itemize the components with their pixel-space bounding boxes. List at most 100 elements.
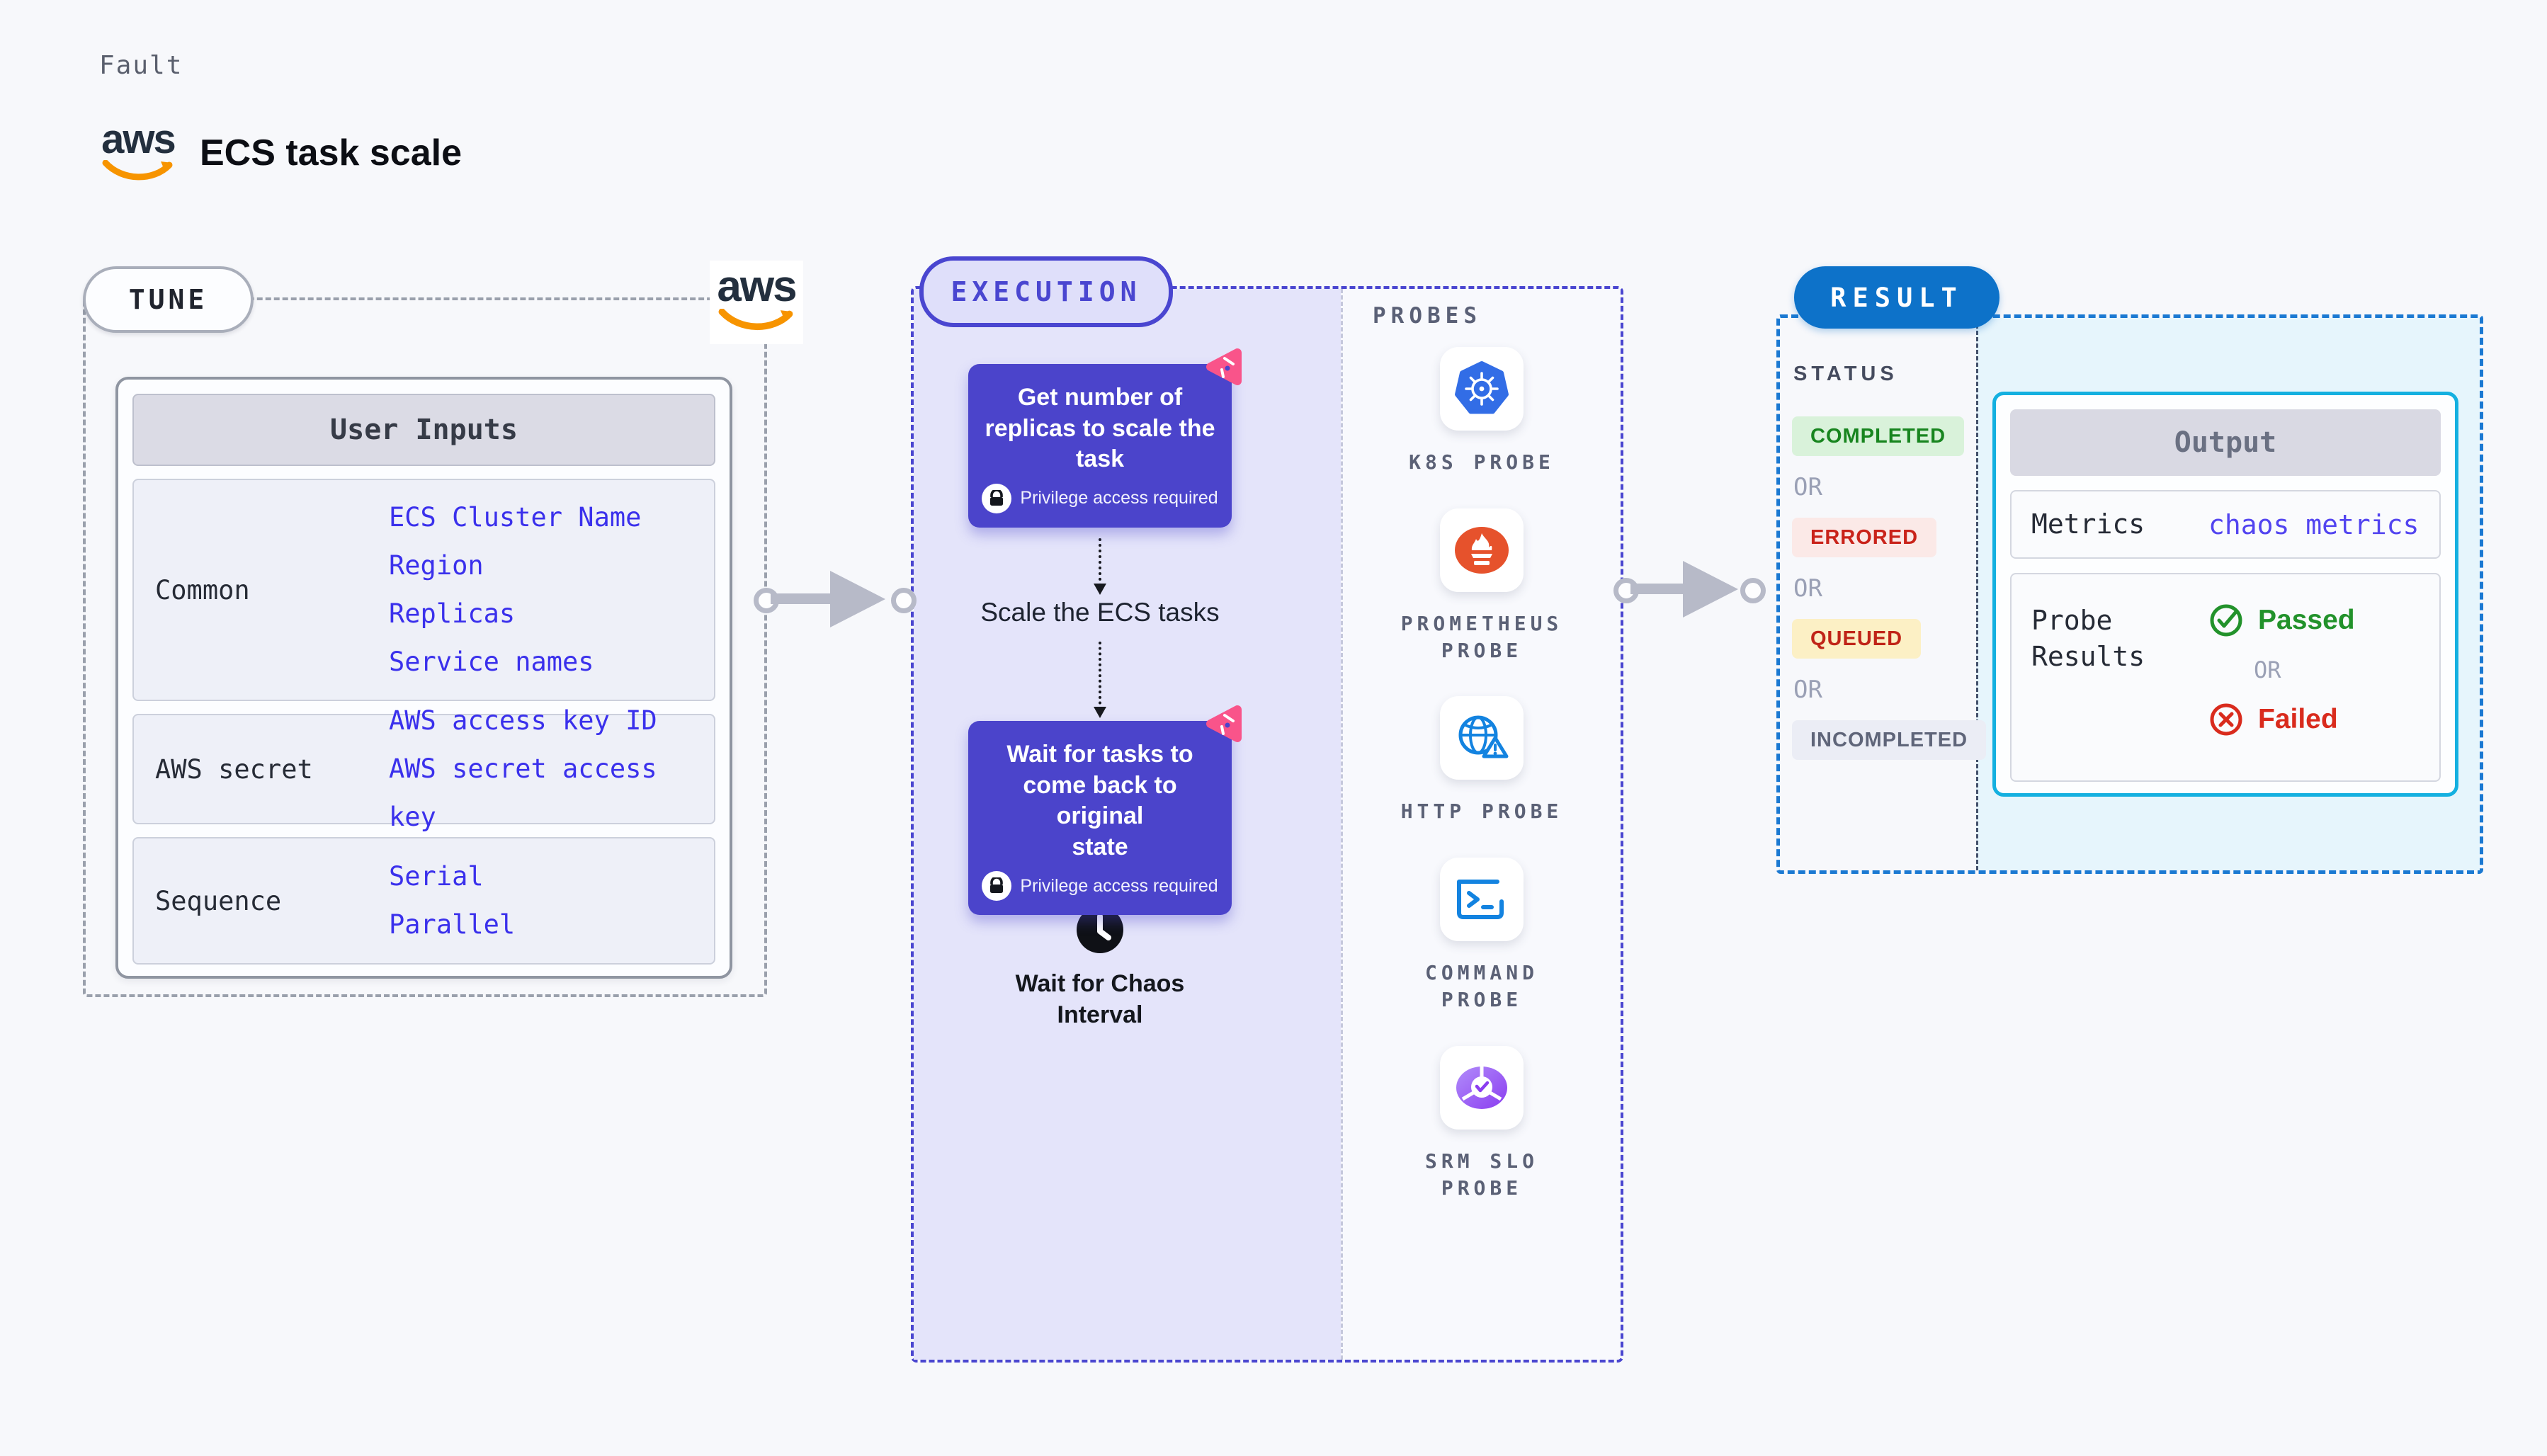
output-card: Output Metrics chaos metrics Probe Resul…	[1992, 392, 2458, 797]
x-circle-icon	[2210, 703, 2242, 736]
row-values: ECS Cluster Name Region Replicas Service…	[389, 494, 714, 686]
input-value: ECS Cluster Name	[389, 502, 642, 533]
step-wait-original-state: Wait for tasks to come back to original …	[968, 705, 1242, 916]
srm-slo-icon	[1439, 1045, 1524, 1130]
probes-heading: PROBES	[1373, 303, 1482, 329]
clock-icon	[1077, 906, 1123, 953]
input-value: Serial	[389, 861, 484, 892]
input-value: Parallel	[389, 909, 516, 940]
step-get-replicas: Get number of replicas to scale the task…	[968, 348, 1242, 528]
probe-item-http: HTTP PROBE	[1401, 696, 1563, 825]
wait-chaos-interval-label: Wait for Chaos Interval	[968, 968, 1232, 1030]
aws-logo: aws	[99, 119, 177, 187]
tune-section-border	[83, 297, 767, 997]
privilege-note-text: Privilege access required	[1020, 488, 1218, 508]
probe-label-line: COMMAND	[1424, 961, 1538, 985]
user-inputs-card: User Inputs Common ECS Cluster Name Regi…	[115, 377, 732, 979]
passed-label: Passed	[2258, 605, 2355, 635]
metrics-label: Metrics	[2031, 508, 2145, 540]
status-badge-queued: QUEUED	[1792, 619, 1922, 659]
probe-item-command: COMMAND PROBE	[1425, 858, 1538, 1013]
or-label: OR	[2254, 656, 2281, 683]
output-row-probe-results: Probe Results Passed OR Failed	[2010, 573, 2441, 782]
tune-to-execution-arrow	[754, 568, 917, 632]
status-heading: STATUS	[1793, 363, 1898, 385]
tune-badge: TUNE	[83, 266, 254, 333]
scale-tasks-label: Scale the ECS tasks	[980, 598, 1220, 627]
or-label: OR	[1793, 676, 1822, 704]
input-value: Region	[389, 550, 484, 581]
step-title-line: Wait for tasks to	[1006, 741, 1193, 768]
execution-badge: EXECUTION	[919, 256, 1173, 327]
execution-to-result-arrow	[1613, 558, 1766, 622]
probe-results-label: Probe Results	[2031, 605, 2145, 673]
input-value: AWS secret access key	[389, 753, 657, 832]
kubernetes-icon	[1440, 347, 1524, 431]
probe-item-k8s: K8S PROBE	[1409, 347, 1555, 476]
page-title: ECS task scale	[200, 132, 463, 174]
chaos-fault-icon	[1206, 705, 1242, 742]
row-label: Common	[155, 574, 250, 605]
probe-results-values: Passed OR Failed	[2208, 603, 2355, 737]
aws-logo-word: aws	[717, 262, 797, 311]
failed-label: Failed	[2258, 704, 2338, 734]
input-value: AWS access key ID	[389, 705, 657, 736]
table-row-aws-secret: AWS secret AWS access key ID AWS secret …	[132, 705, 715, 832]
step-title-line: replicas to scale the	[985, 414, 1215, 442]
connector-arrow	[1094, 538, 1106, 595]
row-values: AWS access key ID AWS secret access key	[389, 697, 714, 841]
result-badge: RESULT	[1794, 266, 1999, 329]
probe-label-line: PROBE	[1441, 638, 1523, 662]
output-header: Output	[2010, 409, 2441, 476]
fault-kicker: Fault	[99, 51, 183, 80]
failed-result: Failed	[2208, 702, 2355, 737]
probe-label: PROMETHEUS PROBE	[1401, 610, 1563, 664]
command-terminal-icon	[1439, 858, 1524, 942]
aws-smile-icon	[718, 308, 793, 330]
privilege-note: Privilege access required	[978, 483, 1222, 513]
http-globe-warning-icon	[1439, 696, 1524, 780]
row-label: Sequence	[155, 885, 282, 916]
probe-item-prometheus: PROMETHEUS PROBE	[1401, 508, 1563, 664]
table-row-sequence: Sequence Serial Parallel	[132, 837, 715, 965]
or-label: OR	[1793, 473, 1822, 501]
probe-label-line: PROBE	[1441, 1176, 1523, 1200]
prometheus-icon	[1439, 508, 1524, 592]
row-values: Serial Parallel	[389, 853, 714, 949]
connector-arrow	[1094, 642, 1106, 718]
status-badge-incompleted: INCOMPLETED	[1792, 720, 1987, 760]
wait-label-line: Wait for Chaos	[1015, 970, 1185, 997]
probe-label: K8S PROBE	[1409, 449, 1555, 476]
passed-result: Passed	[2208, 603, 2355, 638]
aws-logo-tune-corner: aws	[710, 261, 803, 344]
step-title-line: task	[1075, 445, 1125, 473]
table-row-common: Common ECS Cluster Name Region Replicas …	[132, 479, 715, 701]
aws-smile-icon	[102, 159, 173, 181]
row-label: AWS secret	[155, 753, 313, 785]
probe-label-line: PROBE	[1441, 987, 1523, 1011]
step-title-line: state	[1072, 833, 1128, 860]
privilege-note: Privilege access required	[978, 871, 1222, 902]
probe-label: HTTP PROBE	[1401, 798, 1563, 825]
wait-chaos-interval: Wait for Chaos Interval	[968, 905, 1232, 1030]
probe-label-line: HTTP PROBE	[1400, 800, 1563, 824]
probes-area	[1341, 289, 1621, 1360]
probe-label-line: SRM SLO	[1424, 1149, 1538, 1173]
step-title-line: Get number of	[1017, 384, 1183, 411]
check-circle-icon	[2210, 604, 2242, 637]
input-value: Service names	[389, 647, 594, 677]
probe-item-srm-slo: SRM SLO PROBE	[1425, 1045, 1538, 1202]
probe-label-line: K8S PROBE	[1409, 450, 1555, 474]
input-value: Replicas	[389, 598, 516, 629]
step-title: Wait for tasks to come back to original …	[978, 739, 1222, 863]
chaos-fault-icon	[1206, 348, 1242, 385]
user-inputs-header: User Inputs	[132, 394, 715, 466]
metrics-value: chaos metrics	[2208, 508, 2420, 540]
status-badge-completed: COMPLETED	[1792, 416, 1965, 456]
aws-logo-word: aws	[101, 116, 176, 162]
output-row-metrics: Metrics chaos metrics	[2010, 490, 2441, 559]
probe-label: COMMAND PROBE	[1425, 960, 1538, 1013]
wait-label-line: Interval	[1057, 1001, 1143, 1029]
probe-label: SRM SLO PROBE	[1425, 1148, 1538, 1202]
privilege-note-text: Privilege access required	[1020, 875, 1218, 896]
